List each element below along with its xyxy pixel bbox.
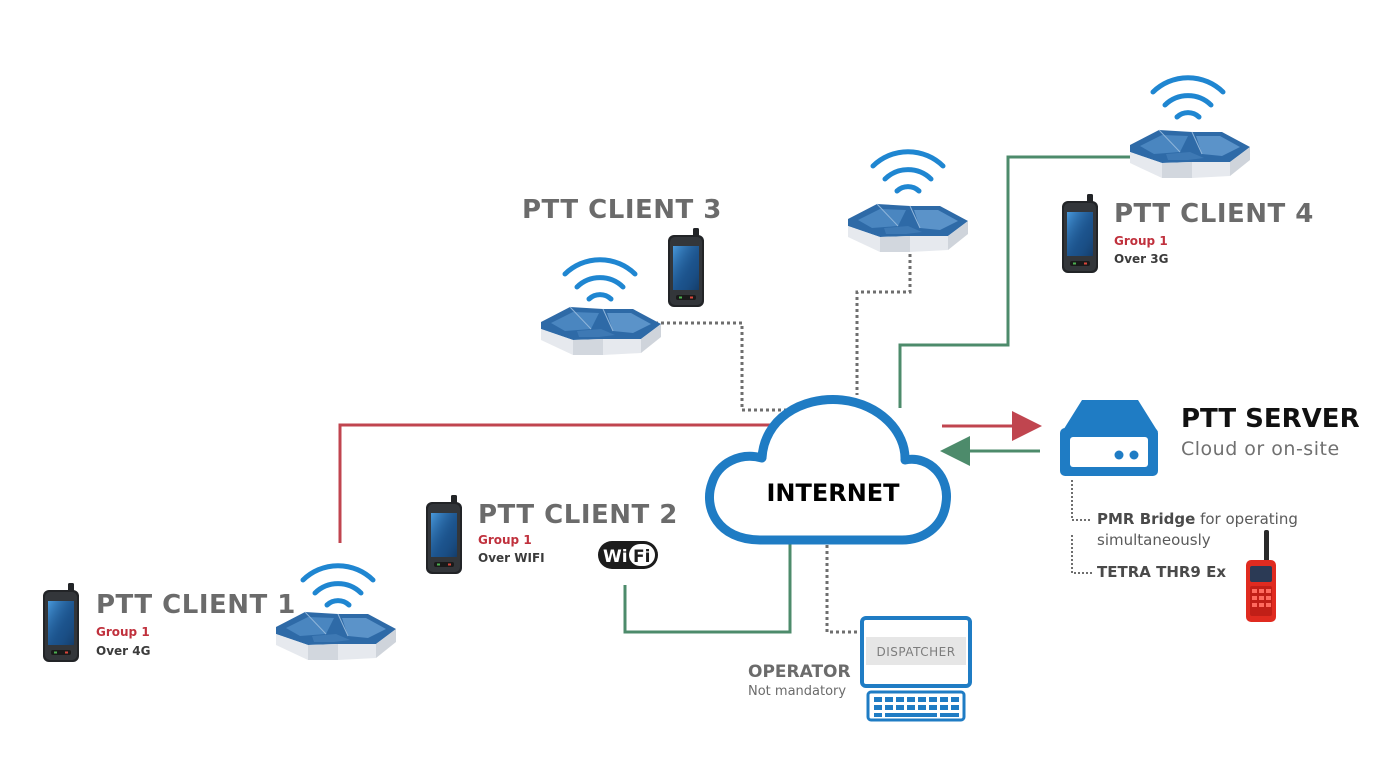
link-client2-internet — [623, 540, 792, 634]
link-client1-internet — [338, 423, 790, 543]
radio-icon — [1246, 530, 1276, 622]
server-icon — [1060, 400, 1158, 476]
smartphone-icon-client1 — [43, 583, 79, 662]
client4-group: Group 1 — [1114, 234, 1168, 248]
operator-title: OPERATOR — [748, 662, 851, 682]
smartphone-icon-client3 — [668, 228, 704, 307]
link-tower-internet — [855, 248, 912, 395]
cell-tower-icon-center — [847, 203, 969, 253]
pmr-bridge-bold: PMR Bridge — [1097, 510, 1196, 528]
operator-subtitle: Not mandatory — [748, 684, 847, 699]
smartphone-icon-client4 — [1062, 194, 1098, 273]
wifi-signal-icon-client3 — [565, 260, 635, 299]
client1-group: Group 1 — [96, 625, 150, 639]
keyboard-icon — [866, 690, 966, 722]
pmr-bridge-line1: PMR Bridge for operating — [1097, 510, 1298, 528]
client2-network: Over WIFI — [478, 551, 545, 565]
smartphone-icon-client2 — [426, 495, 462, 574]
server-title: PTT SERVER — [1181, 404, 1360, 434]
dispatcher-screen-label: DISPATCHER — [876, 645, 955, 659]
computer-icon: DISPATCHER — [860, 616, 972, 688]
cell-tower-icon-client3 — [540, 306, 662, 356]
pmr-bridge-rest: for operating — [1195, 510, 1298, 528]
client4-title: PTT CLIENT 4 — [1114, 199, 1314, 229]
client2-title: PTT CLIENT 2 — [478, 500, 678, 530]
server-subtitle: Cloud or on-site — [1181, 438, 1340, 460]
pmr-bridge-line2: simultaneously — [1097, 531, 1211, 549]
client1-network: Over 4G — [96, 644, 151, 658]
wifi-logo-right: Fi — [633, 547, 650, 567]
client4-network: Over 3G — [1114, 252, 1169, 266]
cell-tower-icon-client4 — [1129, 129, 1251, 179]
link-server-bridge — [1071, 480, 1092, 574]
wifi-logo-left: Wi — [603, 547, 628, 567]
wifi-signal-icon-center — [873, 152, 943, 191]
tetra-radio-label: TETRA THR9 Ex — [1097, 563, 1227, 581]
link-client4-internet — [898, 155, 1140, 408]
client3-title: PTT CLIENT 3 — [522, 195, 722, 225]
link-client3-internet — [625, 321, 815, 412]
client2-group: Group 1 — [478, 533, 532, 547]
wifi-signal-icon-client1 — [303, 566, 373, 605]
wifi-signal-icon-client4 — [1153, 78, 1223, 117]
client1-title: PTT CLIENT 1 — [96, 590, 296, 620]
link-operator-internet — [825, 545, 862, 634]
internet-cloud-icon: INTERNET — [705, 395, 951, 545]
internet-label: INTERNET — [766, 479, 900, 507]
wifi-logo-icon: Wi Fi — [598, 541, 658, 569]
